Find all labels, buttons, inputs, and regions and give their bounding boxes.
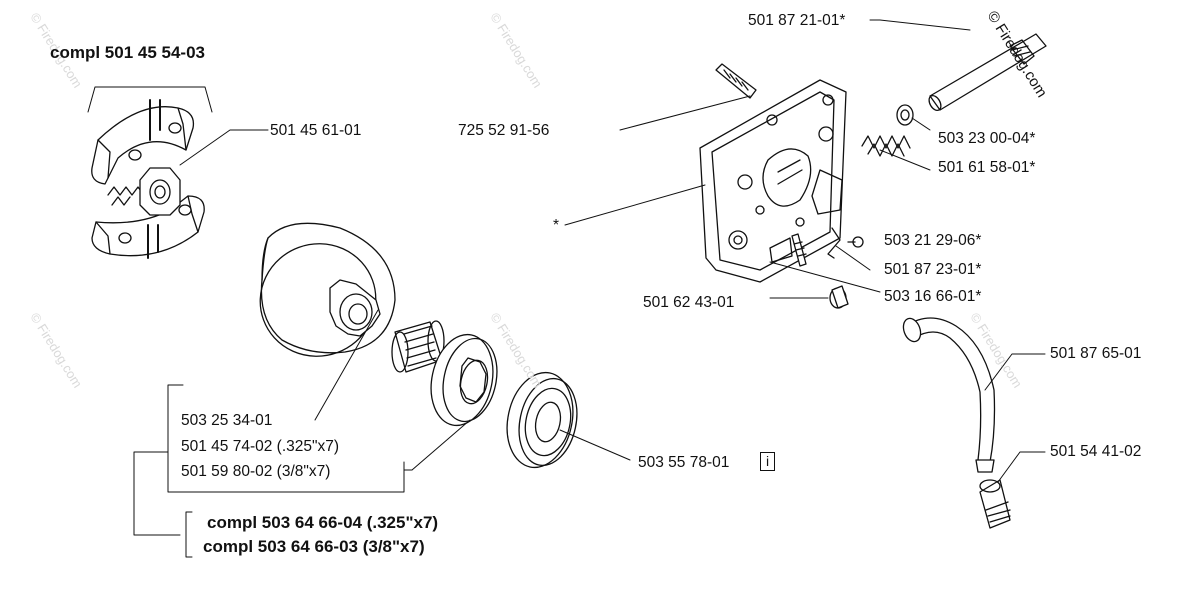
label-drum-kit-38: compl 503 64 66-03 (3/8"x7) (203, 537, 425, 556)
label-rim-sprocket-hub: 503 55 78-01 (638, 454, 730, 471)
label-pump-shaft: 501 87 21-01* (748, 12, 846, 29)
label-screw: 725 52 91-56 (458, 122, 550, 139)
rim-sprocket (411, 333, 498, 471)
oil-pump (564, 19, 1047, 309)
label-clutch-shoe: 501 45 61-01 (270, 122, 362, 139)
label-drum-kit-325: compl 503 64 66-04 (.325"x7) (207, 513, 439, 532)
clutch-assembly (87, 86, 269, 259)
sprocket-hub (506, 371, 631, 469)
needle-bearing (391, 320, 445, 373)
label-bushing: 501 62 43-01 (643, 294, 735, 311)
label-oil-hose: 501 87 65-01 (1050, 345, 1142, 362)
clutch-drum (259, 222, 396, 421)
label-spring: 501 61 58-01* (938, 159, 1036, 176)
label-adjust-screw: 503 16 66-01* (884, 288, 982, 305)
label-clip: 501 87 23-01* (884, 261, 982, 278)
label-oil-filter: 501 54 41-02 (1050, 443, 1142, 460)
label-needle-bearing: 503 25 34-01 (181, 412, 273, 429)
label-rim-sprocket-325: 501 45 74-02 (.325"x7) (181, 438, 340, 455)
info-icon: i (760, 452, 775, 471)
label-rim-sprocket-38: 501 59 80-02 (3/8"x7) (181, 463, 331, 480)
label-washer: 503 23 00-04* (938, 130, 1036, 147)
oil-hose (902, 317, 1046, 473)
label-screw-small: 503 21 29-06* (884, 232, 982, 249)
oil-filter (979, 451, 1046, 529)
label-clutch-kit: compl 501 45 54-03 (50, 43, 205, 62)
grouping-brackets (133, 384, 413, 558)
label-pump-housing: * (553, 217, 560, 234)
